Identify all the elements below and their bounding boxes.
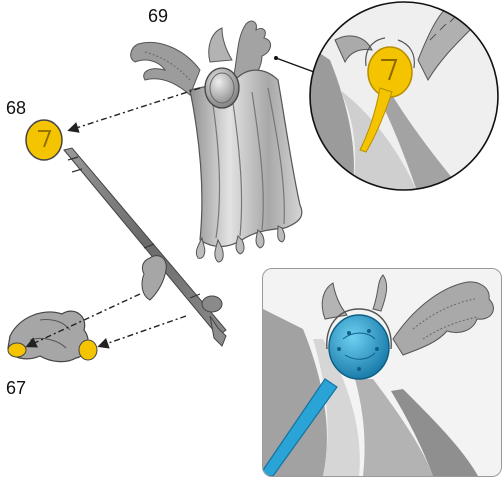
zoom-leader-line [276, 58, 314, 72]
assembled-result-illustration [263, 269, 501, 476]
glue-disc-zoom [368, 47, 412, 97]
arrow-cloak-to-staff [70, 88, 200, 130]
staff-head-glue [26, 120, 62, 160]
part-label-67: 67 [6, 378, 26, 399]
hand-glue-right [79, 340, 97, 360]
hand-part-67 [8, 311, 97, 361]
assembled-result-inset [262, 268, 502, 477]
left-wing [131, 42, 200, 95]
arrow-pommel-to-handpiece-right [100, 316, 186, 346]
zoom-detail-circle [300, 0, 498, 200]
part-label-68: 68 [6, 98, 26, 119]
part-label-69: 69 [148, 6, 168, 27]
hand-glue-left [8, 343, 26, 357]
staff-hand [142, 256, 166, 300]
